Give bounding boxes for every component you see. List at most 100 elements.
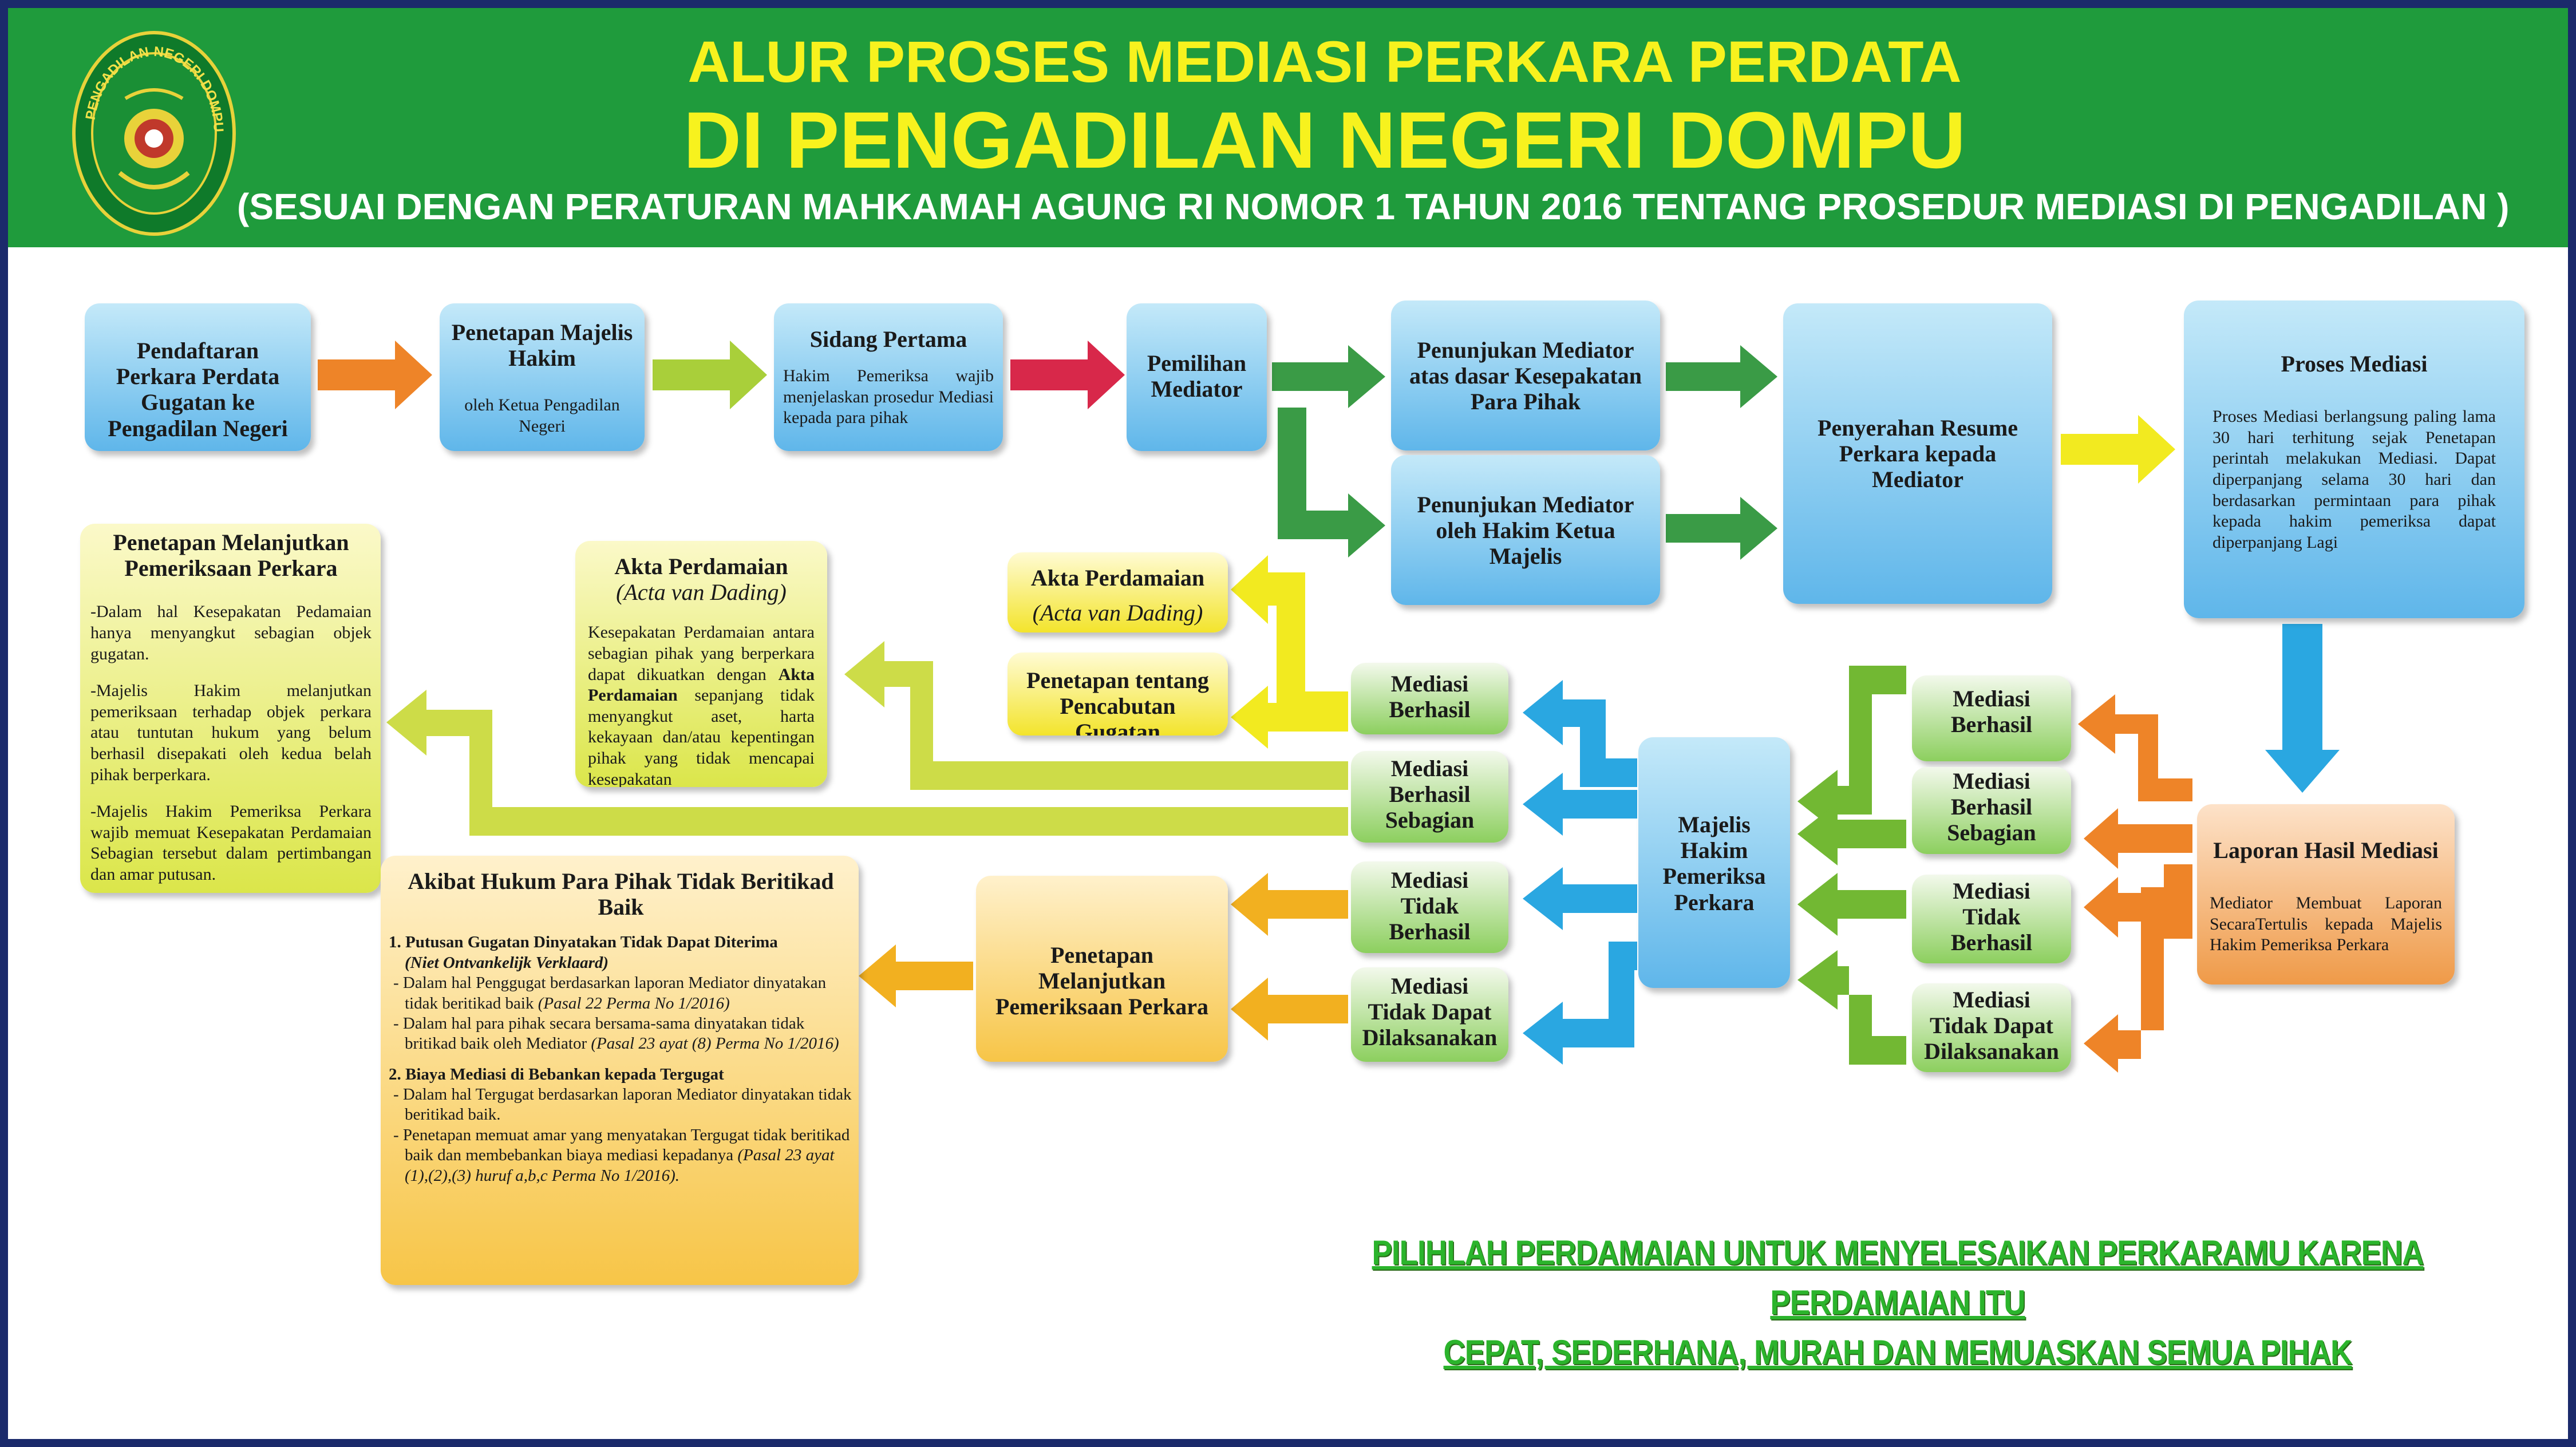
outcome-right-tidak-berhasil-text: Mediasi Tidak Berhasil [1950,878,2033,956]
laporan-hasil-title: Laporan Hasil Mediasi [2213,837,2439,863]
penetapan-left-p3: -Majelis Hakim Pemeriksa Perkara wajib m… [90,802,372,884]
box-akta-perdamaian-big: Akta Perdamaian (Acta van Dading) Kesepa… [575,541,827,787]
pemilihan-mediator-text: Pemilihan Mediator [1147,350,1247,402]
slogan: PILIHLAH PERDAMAIAN UNTUK MENYELESAIKAN … [1311,1228,2484,1377]
arrows-majelis-to-outcomes-left [1523,680,1637,1065]
outcome-right-tidak-dapat: Mediasi Tidak Dapat Dilaksanakan [1912,983,2071,1072]
pendaftaran-text: Pendaftaran Perkara Perdata Gugatan ke P… [108,338,288,441]
header-banner: PENGADILAN NEGERI DOMPU ALUR PROSES MEDI… [8,8,2568,247]
penyerahan-resume-text: Penyerahan Resume Perkara kepada Mediato… [1818,415,2018,493]
akta-big-body: Kesepakatan Perdamaian antara sebagian p… [588,622,815,787]
box-penetapan-lanjut-left: Penetapan Melanjutkan Pemeriksaan Perkar… [80,524,381,893]
akta-big-subtitle: (Acta van Dading) [616,579,787,606]
outcome-right-berhasil: Mediasi Berhasil [1912,675,2071,761]
box-sidang-pertama: Sidang Pertama Hakim Pemeriksa wajib men… [774,303,1003,451]
arrows-outcomes-to-majelis [1797,666,1906,1065]
box-pencabutan-gugatan: Penetapan tentang Pencabutan Gugatan [1008,653,1228,736]
arrows-to-akta-pencabutan [1231,555,1348,749]
box-akta-perdamaian-small: Akta Perdamaian (Acta van Dading) [1008,552,1228,632]
box-penetapan-majelis: Penetapan Majelis Hakim oleh Ketua Penga… [440,303,645,451]
akta-big-text-bold: Akta Perdamaian [588,665,815,705]
akta-big-text-1: Kesepakatan Perdamaian antara sebagian p… [588,623,815,684]
subtitle: (SESUAI DENGAN PERATURAN MAHKAMAH AGUNG … [237,186,2510,227]
arrow-kesepakatan-to-resume [1666,345,1777,408]
akibat-s1-b1: - Dalam hal Penggugat berdasarkan lapora… [393,974,827,1013]
akibat-title: Akibat Hukum Para Pihak Tidak Beritikad … [408,868,834,920]
box-pendaftaran: Pendaftaran Perkara Perdata Gugatan ke P… [85,303,311,451]
penetapan-majelis-title: Penetapan Majelis Hakim [451,319,633,371]
majelis-pemeriksa-text: Majelis Hakim Pemeriksa Perkara [1662,812,1766,915]
outcome-left-tidak-dapat: Mediasi Tidak Dapat Dilaksanakan [1351,967,1508,1062]
outcome-right-tidak-berhasil: Mediasi Tidak Berhasil [1912,875,2071,963]
arrow-penetapan-to-sidang [653,341,767,409]
penunjukan-hakim-text: Penunjukan Mediator oleh Hakim Ketua Maj… [1417,492,1634,570]
arrow-sebagian-to-akta-big [844,641,1348,790]
akibat-s1-b1-text: Dalam hal Penggugat berdasarkan laporan … [402,974,827,1013]
akibat-s1-b2-ref: (Pasal 23 ayat (8) Perma No 1/2016) [591,1034,839,1053]
slogan-line-1: PILIHLAH PERDAMAIAN UNTUK MENYELESAIKAN … [1372,1233,2424,1322]
outcome-left-tidak-dapat-text: Mediasi Tidak Dapat Dilaksanakan [1362,973,1498,1051]
outcome-left-sebagian-text: Mediasi Berhasil Sebagian [1385,756,1475,833]
akta-big-title: Akta Perdamaian [614,554,788,579]
akta-small-title: Akta Perdamaian [1030,565,1205,591]
outcome-left-berhasil: Mediasi Berhasil [1351,663,1508,734]
penetapan-majelis-note: oleh Ketua Pengadilan Negeri [464,396,620,436]
outcome-right-sebagian: Mediasi Berhasil Sebagian [1912,767,2071,854]
penetapan-left-title: Penetapan Melanjutkan Pemeriksaan Perkar… [113,529,349,582]
akibat-s1-b2-text: Dalam hal para pihak secara bersama-sama… [402,1014,805,1053]
sidang-pertama-title: Sidang Pertama [809,326,967,352]
box-majelis-pemeriksa: Majelis Hakim Pemeriksa Perkara [1638,737,1790,988]
arrow-sidang-to-pemilihan [1010,341,1125,409]
akta-big-text-2: sepanjang tidak menyangkut aset, harta k… [588,686,815,787]
court-seal-logo-icon: PENGADILAN NEGERI DOMPU [72,31,236,236]
laporan-hasil-note: Mediator Membuat Laporan SecaraTertulis … [2210,893,2442,955]
slogan-line-2: CEPAT, SEDERHANA, MURAH DAN MEMUASKAN SE… [1443,1333,2353,1371]
outcome-left-tidak-berhasil-text: Mediasi Tidak Berhasil [1389,867,1471,945]
arrow-resume-to-proses [2061,415,2175,484]
arrow-pemilihan-to-kesepakatan [1272,345,1385,408]
box-proses-mediasi: Proses Mediasi Proses Mediasi berlangsun… [2184,301,2524,618]
arrows-laporan-to-outcomes [2078,694,2192,1073]
akibat-s2-b1-text: Dalam hal Tergugat berdasarkan laporan M… [402,1085,852,1124]
box-penunjukan-kesepakatan: Penunjukan Mediator atas dasar Kesepakat… [1391,301,1660,450]
akibat-s1-b2: - Dalam hal para pihak secara bersama-sa… [393,1014,839,1053]
box-pemilihan-mediator: Pemilihan Mediator [1127,303,1267,451]
sidang-pertama-note: Hakim Pemeriksa wajib menjelaskan prosed… [783,366,994,428]
arrow-pemilihan-to-hakim [1272,408,1385,558]
arrow-sebagian-to-penetapan-left [386,690,1348,836]
box-penunjukan-hakim: Penunjukan Mediator oleh Hakim Ketua Maj… [1391,455,1660,605]
pencabutan-text: Penetapan tentang Pencabutan Gugatan [1026,667,1209,736]
outcome-right-sebagian-text: Mediasi Berhasil Sebagian [1947,768,2036,846]
akibat-s2-b2-text: Penetapan memuat amar yang menyatakan Te… [402,1125,850,1165]
penetapan-left-p2: -Majelis Hakim melanjutkan pemeriksaan t… [90,681,372,784]
arrows-to-penetapan-mid [1231,873,1348,1041]
arrow-penetapan-to-akibat [859,944,973,1007]
proses-mediasi-note: Proses Mediasi berlangsung paling lama 3… [2212,407,2496,552]
box-penetapan-lanjut-mid: Penetapan Melanjutkan Pemeriksaan Perkar… [976,876,1228,1062]
akibat-s2-b2: - Penetapan memuat amar yang menyatakan … [393,1125,850,1185]
penetapan-left-p1: -Dalam hal Kesepakatan Pedamaian hanya m… [90,602,372,663]
arrow-proses-to-laporan [2265,624,2340,793]
outcome-right-tidak-dapat-text: Mediasi Tidak Dapat Dilaksanakan [1924,987,2059,1065]
outcome-left-tidak-berhasil: Mediasi Tidak Berhasil [1351,861,1508,953]
penetapan-mid-text: Penetapan Melanjutkan Pemeriksaan Perkar… [995,942,1209,1020]
outcome-right-berhasil-text: Mediasi Berhasil [1950,686,2033,738]
outcome-left-sebagian: Mediasi Berhasil Sebagian [1351,751,1508,843]
box-akibat-hukum: Akibat Hukum Para Pihak Tidak Beritikad … [381,856,859,1285]
akibat-s2-b1: - Dalam hal Tergugat berdasarkan laporan… [393,1085,852,1124]
arrow-hakim-to-resume [1666,497,1777,560]
akibat-s1-b1-ref: (Pasal 22 Perma No 1/2016) [538,994,730,1013]
akibat-s1-title: 1. Putusan Gugatan Dinyatakan Tidak Dapa… [389,933,778,952]
arrow-pendaftaran-to-penetapan [318,341,432,409]
outcome-left-berhasil-text: Mediasi Berhasil [1389,671,1471,723]
title-line-1: ALUR PROSES MEDIASI PERKARA PERDATA [688,29,1962,94]
akibat-body: 1. Putusan Gugatan Dinyatakan Tidak Dapa… [389,932,853,1186]
box-penyerahan-resume: Penyerahan Resume Perkara kepada Mediato… [1783,303,2052,604]
akibat-s2-b2-ref: (Pasal 23 ayat (1),(2),(3) huruf a,b,c P… [405,1146,835,1185]
akibat-s1-sub: (Niet Ontvankelijk Verklaard) [405,953,609,972]
title-line-2: DI PENGADILAN NEGERI DOMPU [683,95,1966,185]
akta-small-subtitle: (Acta van Dading) [1032,600,1203,626]
akibat-s2-title: 2. Biaya Mediasi di Bebankan kepada Terg… [389,1065,724,1084]
box-laporan-hasil: Laporan Hasil Mediasi Mediator Membuat L… [2197,804,2455,985]
